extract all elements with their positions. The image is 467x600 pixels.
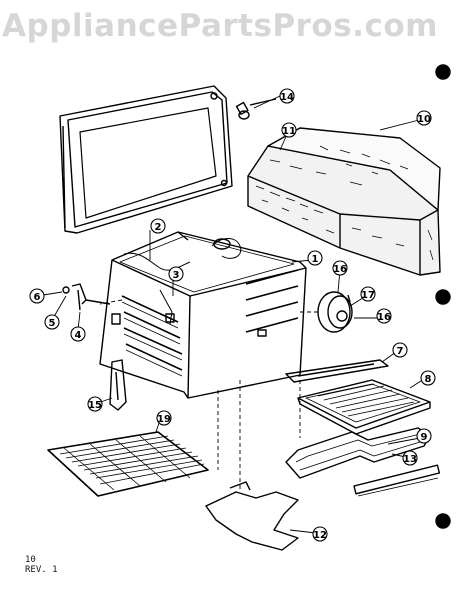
callout-5: 5 xyxy=(49,318,56,329)
callout-labels: 1 2 3 4 5 6 7 8 9 10 11 12 13 14 15 16 1… xyxy=(34,92,432,541)
callout-15: 15 xyxy=(88,400,102,411)
callout-13: 13 xyxy=(403,454,417,465)
binder-hole-mark xyxy=(435,289,451,305)
footer-rev-label: REV. 1 xyxy=(25,565,58,575)
callout-17: 17 xyxy=(361,290,375,301)
watermark-text: AppliancePartsPros.com xyxy=(2,8,438,44)
footer-revision: 10 REV. 1 xyxy=(25,555,58,575)
callout-7: 7 xyxy=(397,346,404,357)
callout-2: 2 xyxy=(155,222,162,233)
part-4-5-6-hardware xyxy=(62,283,111,311)
callout-9: 9 xyxy=(421,432,428,443)
callout-4: 4 xyxy=(75,330,82,341)
callout-19: 19 xyxy=(157,414,171,425)
part-7-broil-element xyxy=(285,359,389,383)
footer-page-number: 10 xyxy=(25,555,36,565)
callout-16a: 16 xyxy=(333,264,347,275)
part-19-oven-rack xyxy=(47,431,209,497)
callout-16b: 16 xyxy=(377,312,391,323)
callout-10: 10 xyxy=(417,114,431,125)
callout-14: 14 xyxy=(280,92,294,103)
callout-3: 3 xyxy=(173,270,180,281)
part-1-oven-cavity xyxy=(99,231,307,399)
part-14-knob xyxy=(235,98,277,120)
callout-8: 8 xyxy=(425,374,432,385)
oven-door xyxy=(59,85,233,234)
binder-hole-mark xyxy=(435,513,451,529)
assembly-guide-lines xyxy=(99,299,320,492)
callout-12: 12 xyxy=(313,530,327,541)
callout-circles xyxy=(29,88,436,542)
part-15-hinge xyxy=(109,359,127,411)
callout-1: 1 xyxy=(312,254,319,265)
part-11-insulation xyxy=(247,127,441,276)
binder-hole-mark xyxy=(435,64,451,80)
callout-11: 11 xyxy=(282,126,296,137)
part-12-element-shield xyxy=(205,481,299,551)
part-16-17-motor xyxy=(317,291,353,333)
callout-6: 6 xyxy=(34,292,41,303)
